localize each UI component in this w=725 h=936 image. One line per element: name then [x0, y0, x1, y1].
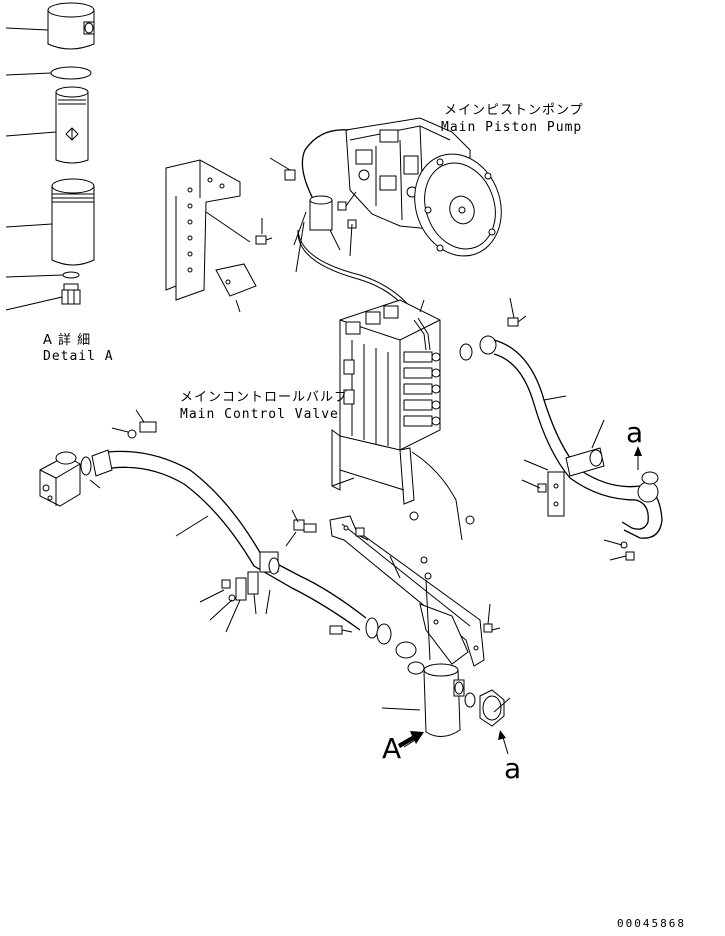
main-control-valve-label-jp: メインコントロールバルブ: [180, 389, 348, 405]
filter-o-ring-upper: [50, 66, 92, 80]
main-piston-pump-label-en: Main Piston Pump: [441, 120, 582, 135]
ref-arrow-a-bottom: [498, 730, 509, 755]
drawing-number: 00045868: [617, 917, 686, 930]
lower-support-bracket: [329, 515, 501, 667]
hydraulic-filter-assembly: [376, 623, 511, 737]
upper-mounting-bracket: [165, 159, 273, 313]
ref-label-a-top: a: [626, 416, 643, 449]
detail-a-label-jp: A 詳 細: [43, 332, 91, 348]
main-control-valve-label-en: Main Control Valve: [180, 407, 339, 422]
ref-arrow-a-top: [634, 446, 642, 470]
filter-case: [51, 178, 95, 266]
pilot-hose-upper: [301, 129, 349, 209]
pump-fittings: [269, 157, 357, 273]
detail-a-label-en: Detail A: [43, 349, 114, 364]
filter-element: [55, 86, 89, 164]
callout-arrow-a: [398, 731, 424, 748]
callout-label-a: A: [382, 732, 401, 765]
right-return-pipe: [459, 297, 663, 561]
detail-a-exploded-filter: [5, 2, 95, 311]
left-suction-pipe: [39, 409, 379, 639]
ref-label-a-bottom: a: [504, 752, 521, 785]
filter-drain-plug: [61, 283, 81, 305]
main-control-valve: [331, 299, 475, 541]
filter-o-ring-small: [62, 271, 80, 279]
main-piston-pump: [345, 117, 502, 257]
filter-cap: [47, 2, 95, 50]
main-piston-pump-label-jp: メインピストンポンプ: [444, 103, 584, 118]
